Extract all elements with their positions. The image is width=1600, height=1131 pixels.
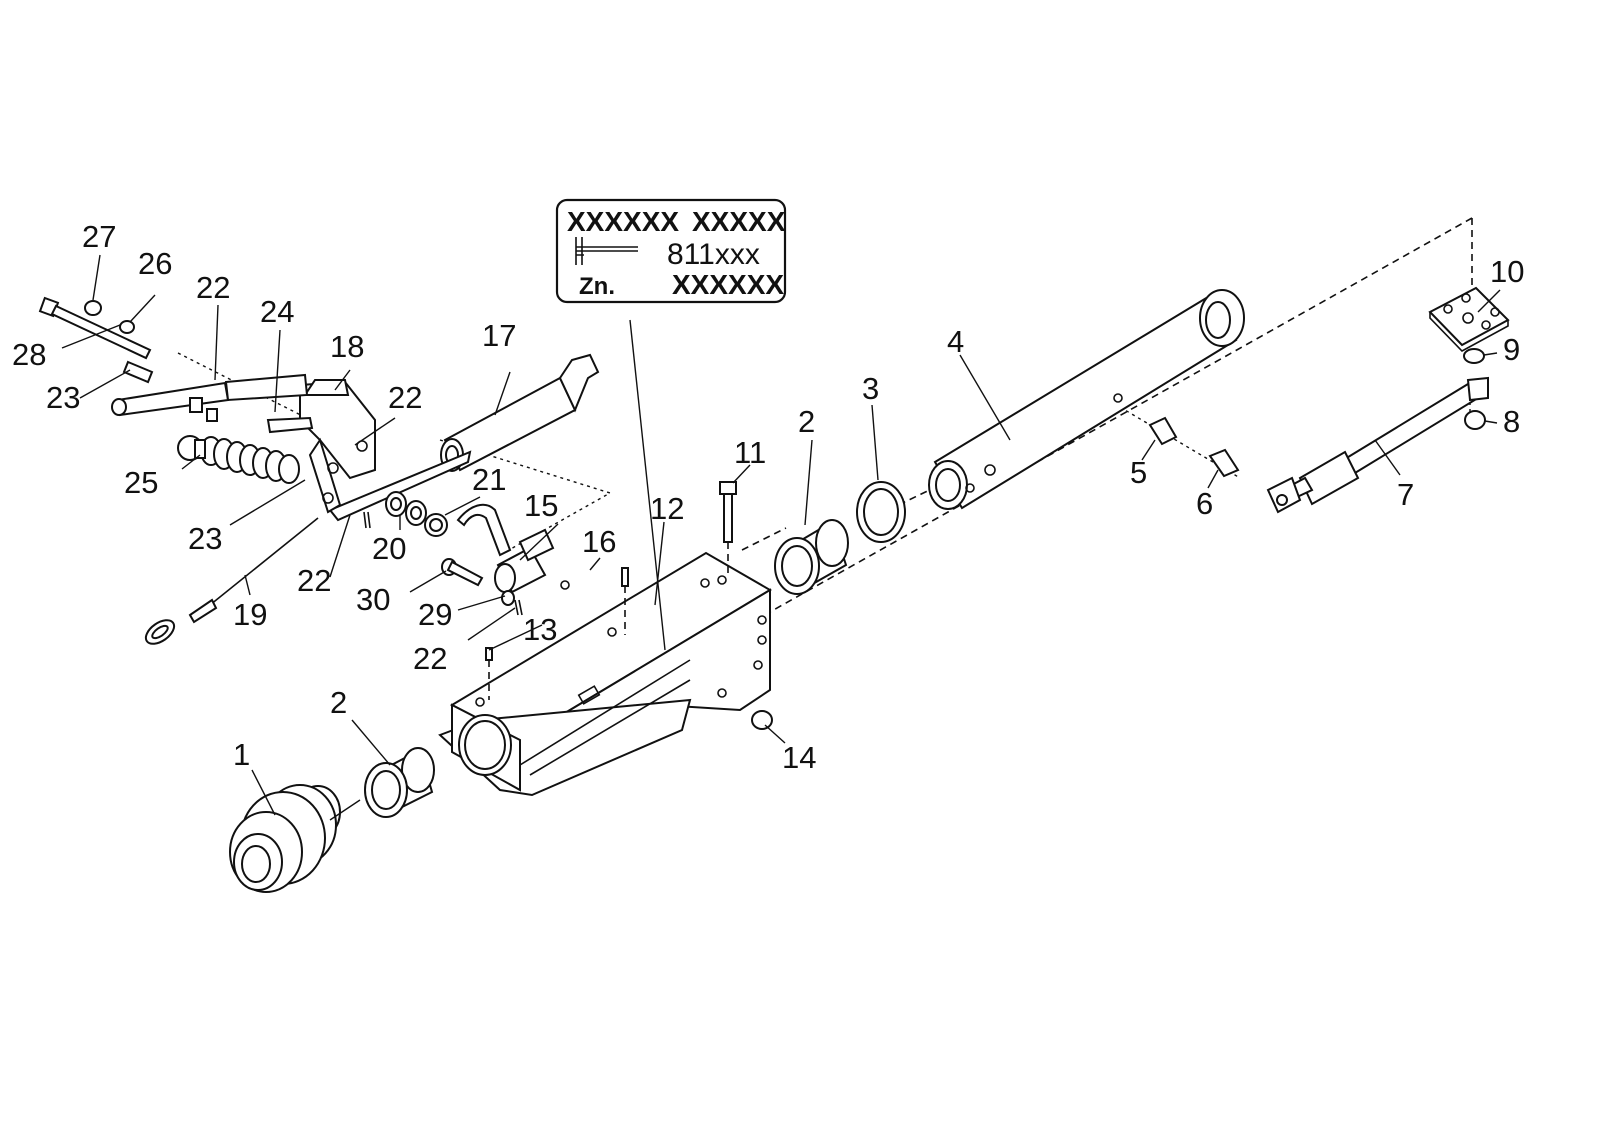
callout-12: 12 bbox=[650, 491, 684, 526]
callout-17: 17 bbox=[482, 318, 516, 353]
part-23-rod-upper bbox=[111, 373, 309, 417]
part-5-pin bbox=[1148, 416, 1178, 446]
identification-plate: XXXXXX XXXXX 811xxx Zn. XXXXXX bbox=[555, 198, 787, 304]
part-20-washers bbox=[385, 491, 427, 526]
callout-13: 13 bbox=[523, 612, 557, 647]
assembly-axis-lines bbox=[177, 217, 1473, 747]
callout-10: 10 bbox=[1490, 254, 1524, 289]
callout-14: 14 bbox=[782, 740, 816, 775]
part-8-nut bbox=[1464, 410, 1486, 430]
part-4-drawbar-tube bbox=[928, 289, 1245, 510]
part-21-lever bbox=[424, 503, 512, 557]
callout-18: 18 bbox=[330, 329, 364, 364]
part-1-bellows bbox=[229, 784, 361, 893]
callout-1: 1 bbox=[233, 737, 250, 772]
callout-25: 25 bbox=[124, 465, 158, 500]
plate-line3-value: XXXXXX bbox=[672, 269, 784, 300]
callout-labels: 1 2 2 3 4 5 6 7 8 9 10 11 12 13 14 15 16… bbox=[12, 219, 1524, 775]
callout-6: 6 bbox=[1196, 486, 1213, 521]
part-30-bolt bbox=[441, 558, 484, 587]
callout-30: 30 bbox=[356, 582, 390, 617]
callout-28: 28 bbox=[12, 337, 46, 372]
plate-line3-prefix: Zn. bbox=[579, 273, 615, 300]
part-19-cable bbox=[144, 517, 319, 645]
callout-21: 21 bbox=[472, 462, 506, 497]
part-2-bushing-upper bbox=[774, 519, 849, 595]
callout-8: 8 bbox=[1503, 404, 1520, 439]
part-17-handbrake-lever bbox=[328, 353, 600, 522]
part-16-screw bbox=[621, 567, 629, 635]
callout-22-lower: 22 bbox=[413, 641, 447, 676]
part-25-spring bbox=[177, 435, 300, 484]
callout-23-lower: 23 bbox=[188, 521, 222, 556]
callout-20: 20 bbox=[372, 531, 406, 566]
part-10-plate bbox=[1428, 286, 1510, 352]
callout-11: 11 bbox=[734, 435, 766, 470]
part-2-bushing-lower bbox=[364, 747, 435, 818]
part-26-washer bbox=[119, 320, 135, 334]
callout-22-left: 22 bbox=[297, 563, 331, 598]
part-3-ring bbox=[856, 481, 906, 543]
callout-15: 15 bbox=[524, 488, 558, 523]
part-11-bolt bbox=[719, 481, 737, 575]
part-29-washer bbox=[501, 590, 515, 606]
callout-7: 7 bbox=[1397, 477, 1414, 512]
callout-23-upper: 23 bbox=[46, 380, 80, 415]
callout-16: 16 bbox=[582, 524, 616, 559]
callout-26: 26 bbox=[138, 246, 172, 281]
plate-line1-right: XXXXX bbox=[692, 206, 786, 237]
callout-29: 29 bbox=[418, 597, 452, 632]
callout-5: 5 bbox=[1130, 455, 1147, 490]
part-24-rod bbox=[266, 416, 314, 434]
callout-24: 24 bbox=[260, 294, 294, 329]
callout-22-bracket: 22 bbox=[388, 380, 422, 415]
part-14-nut bbox=[751, 710, 773, 730]
part-12-main-housing bbox=[438, 551, 772, 797]
callout-19: 19 bbox=[233, 597, 267, 632]
part-18-bracket bbox=[299, 379, 376, 514]
part-22-cotter-pin-lower bbox=[514, 599, 523, 616]
hitch-symbol-icon bbox=[575, 237, 638, 265]
callout-2-upper: 2 bbox=[798, 404, 815, 439]
plate-part-number: 811xxx bbox=[667, 238, 760, 271]
part-7-gas-strut bbox=[1266, 376, 1489, 514]
plate-line1-left: XXXXXX bbox=[567, 206, 679, 237]
callout-4: 4 bbox=[947, 324, 964, 359]
callout-3: 3 bbox=[862, 371, 879, 406]
part-27-nut bbox=[84, 300, 102, 316]
part-22-pin-small-upper bbox=[189, 397, 218, 422]
callout-9: 9 bbox=[1503, 332, 1520, 367]
callout-22-top: 22 bbox=[196, 270, 230, 305]
part-22-cotter-pin-left bbox=[363, 511, 371, 529]
part-9-washer bbox=[1463, 348, 1485, 364]
part-6-spring-pin bbox=[1208, 448, 1240, 478]
callout-2-lower: 2 bbox=[330, 685, 347, 720]
part-13-screw bbox=[485, 647, 493, 700]
callout-leaders bbox=[61, 254, 1501, 816]
callout-27: 27 bbox=[82, 219, 116, 254]
